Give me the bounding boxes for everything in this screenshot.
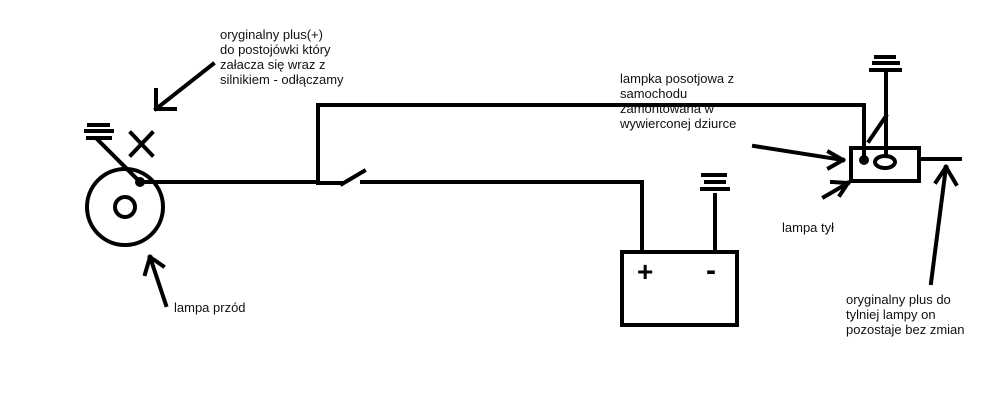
battery-plus-symbol: + xyxy=(637,256,653,287)
disconnected-feed-cross xyxy=(128,130,155,158)
label-rear-lamp: lampa tył xyxy=(782,220,835,235)
switch-symbol xyxy=(316,168,644,187)
rear-lamp xyxy=(849,68,962,183)
label-parking-lamp-note: lampka posotjowa z samochodu zamontowana… xyxy=(620,71,737,131)
label-front-lamp: lampa przód xyxy=(174,300,246,315)
arrow-front-plus-note xyxy=(153,61,216,112)
battery xyxy=(620,173,739,327)
arrow-rear-plus-note xyxy=(928,164,959,286)
arrow-front-lamp xyxy=(142,254,169,308)
rear-ground-symbol xyxy=(869,55,902,72)
arrow-parking-lamp-note xyxy=(751,143,846,171)
arrow-rear-lamp xyxy=(821,179,851,200)
label-front-plus-note: oryginalny plus(+) do postojówki który z… xyxy=(220,27,344,87)
label-rear-plus-note: oryginalny plus do tylniej lampy on pozo… xyxy=(846,292,965,337)
front-ground-symbol xyxy=(84,123,143,185)
battery-minus-symbol: - xyxy=(706,254,716,287)
